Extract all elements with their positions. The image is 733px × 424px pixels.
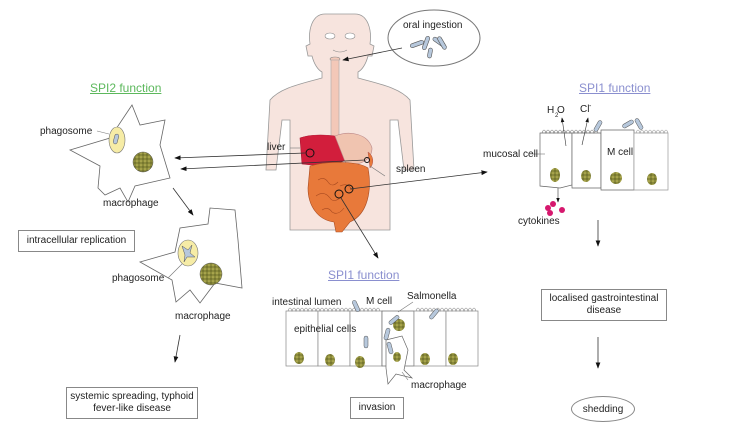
localised-line-2: disease <box>586 305 622 316</box>
m-cell-label-bottom: M cell <box>366 296 393 307</box>
macrophage-2 <box>138 207 243 304</box>
macrophage-label-1: macrophage <box>103 198 159 209</box>
mucosal-epithelium <box>532 117 669 216</box>
organs <box>299 133 373 233</box>
epithelial-cells-label: epithelial cells <box>294 324 357 335</box>
intracellular-replication-box: intracellular replication <box>18 230 135 252</box>
intestinal-epithelium <box>285 300 479 385</box>
spi2-heading: SPI2 function <box>90 81 162 95</box>
h2o-label: H O <box>547 105 565 116</box>
intestinal-lumen-label: intestinal lumen <box>272 297 342 308</box>
spi1-heading-top: SPI1 function <box>579 81 651 95</box>
liver-label: liver <box>267 142 286 153</box>
localised-disease-box: localised gastrointestinal disease <box>541 289 667 321</box>
chloride-label: Cl <box>580 104 590 115</box>
macrophage-1 <box>68 104 171 203</box>
bacteria-cluster <box>410 36 447 59</box>
salmonella-label: Salmonella <box>407 291 457 302</box>
mucosal-cell-label: mucosal cell <box>483 149 539 160</box>
localised-line-1: localised gastrointestinal <box>549 293 659 304</box>
chloride-superscript: - <box>589 103 592 110</box>
shedding-oval: shedding <box>571 396 635 422</box>
spleen-label: spleen <box>396 164 426 175</box>
spleen-organ <box>367 151 373 169</box>
oral-ingestion-label: oral ingestion <box>403 20 463 31</box>
invasion-box: invasion <box>350 397 404 419</box>
systemic-line-1: systemic spreading, typhoid <box>70 391 194 402</box>
systemic-line-2: fever-like disease <box>93 403 171 414</box>
m-cell-label-top: M cell <box>607 147 634 158</box>
h2o-text: H O <box>547 105 565 116</box>
h2o-subscript: 2 <box>555 113 559 119</box>
macrophage-label-3: macrophage <box>411 380 467 391</box>
phagosome-label-2: phagosome <box>112 273 165 284</box>
cytokines-label: cytokines <box>518 216 560 227</box>
intestine-organ <box>307 162 370 233</box>
systemic-disease-box: systemic spreading, typhoid fever-like d… <box>66 387 198 419</box>
macrophage-label-2: macrophage <box>175 311 231 322</box>
spi1-heading-bottom: SPI1 function <box>328 268 400 282</box>
phagosome-label-1: phagosome <box>40 126 93 137</box>
